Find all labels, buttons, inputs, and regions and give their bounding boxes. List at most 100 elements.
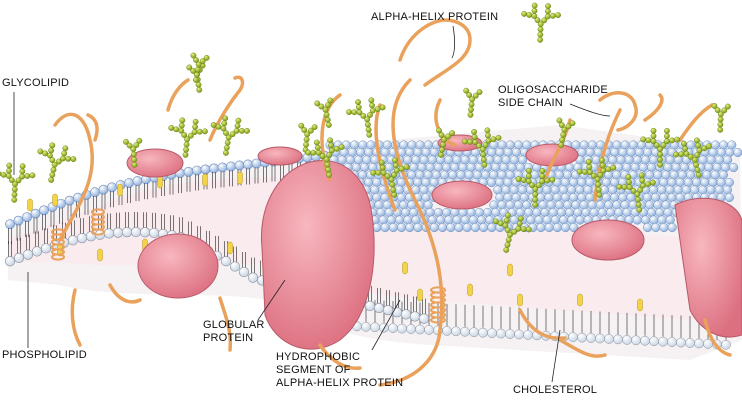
sugar-unit: [394, 168, 399, 173]
sugar-unit: [657, 162, 662, 167]
sugar-unit: [527, 12, 532, 17]
outer-lipid-head: [451, 208, 460, 217]
sugar-unit: [526, 173, 531, 178]
outer-lipid-head: [430, 223, 439, 232]
sugar-unit: [236, 118, 241, 123]
outer-lipid-head: [426, 163, 435, 172]
sugar-unit: [540, 168, 545, 173]
sugar-unit: [617, 184, 622, 189]
outer-lipid-head: [379, 216, 388, 225]
sugar-unit: [355, 99, 360, 104]
outer-lipid-head: [124, 178, 133, 187]
outer-lipid-head: [56, 199, 65, 208]
inner-lipid-head: [487, 329, 496, 338]
outer-lipid-head: [383, 201, 392, 210]
sugar-unit: [390, 182, 395, 187]
label-hydrophobic-segment: HYDROPHOBIC SEGMENT OF ALPHA-HELIX PROTE…: [276, 351, 403, 390]
inner-lipid-head: [113, 228, 123, 238]
sugar-unit: [366, 127, 371, 132]
sugar-unit: [223, 150, 228, 155]
outer-lipid-head: [629, 141, 638, 150]
inner-lipid-head: [622, 335, 631, 344]
outer-lipid-head: [680, 163, 689, 172]
sugar-unit: [376, 170, 381, 175]
outer-lipid-head: [133, 176, 142, 185]
sugar-unit: [19, 174, 24, 179]
outer-lipid-head: [664, 208, 673, 217]
sugar-unit: [526, 168, 531, 173]
inner-lipid-head: [77, 233, 87, 243]
outer-lipid-head: [350, 141, 359, 150]
outer-lipid-head: [404, 216, 413, 225]
inner-lipid-head: [604, 334, 613, 343]
outer-lipid-head: [424, 171, 433, 180]
outer-lipid-head: [416, 171, 425, 180]
outer-lipid-head: [518, 156, 527, 165]
outer-lipid-head: [547, 201, 556, 210]
sugar-unit: [369, 98, 374, 103]
sugar-unit: [558, 142, 563, 147]
outer-lipid-head: [656, 208, 665, 217]
outer-lipid-head: [371, 186, 380, 195]
outer-lipid-head: [498, 171, 507, 180]
outer-lipid-head: [705, 163, 714, 172]
outer-lipid-head: [578, 178, 587, 187]
outer-lipid-head: [711, 171, 720, 180]
outer-lipid-head: [467, 208, 476, 217]
outer-lipid-head: [477, 216, 486, 225]
outer-lipid-head: [721, 163, 730, 172]
sugar-unit: [381, 170, 386, 175]
outer-lipid-head: [90, 188, 99, 197]
sugar-unit: [312, 124, 317, 129]
outer-lipid-head: [625, 156, 634, 165]
cholesterol-molecule: [98, 249, 103, 261]
sugar-unit: [496, 135, 501, 140]
cholesterol-molecule: [53, 194, 58, 206]
sugar-unit: [196, 82, 201, 87]
outer-lipid-head: [510, 186, 519, 195]
outer-lipid-head: [664, 163, 673, 172]
sugar-unit: [63, 146, 68, 151]
sugar-unit: [223, 116, 228, 121]
inner-lipid-head: [685, 338, 694, 347]
outer-lipid-head: [590, 208, 599, 217]
outer-lipid-head: [490, 201, 499, 210]
outer-lipid-head: [686, 171, 695, 180]
outer-lipid-head: [352, 163, 361, 172]
outer-lipid-head: [572, 201, 581, 210]
label-globular-protein: GLOBULAR PROTEIN: [203, 319, 265, 345]
outer-lipid-head: [539, 201, 548, 210]
inner-lipid-head: [149, 228, 159, 238]
inner-lipid-head: [649, 337, 658, 346]
outer-lipid-head: [524, 208, 533, 217]
outer-lipid-head: [192, 166, 201, 175]
sugar-unit: [30, 173, 35, 178]
sugar-unit: [545, 9, 550, 14]
sugar-unit: [473, 139, 478, 144]
outer-lipid-head: [654, 171, 663, 180]
inner-lipid-head: [86, 231, 96, 241]
label-cholesterol: CHOLESTEROL: [513, 384, 597, 397]
outer-lipid-head: [617, 156, 626, 165]
outer-lipid-head: [504, 178, 513, 187]
sugar-unit: [696, 172, 701, 177]
outer-lipid-head: [555, 201, 564, 210]
sugar-unit: [311, 150, 316, 155]
sugar-unit: [25, 173, 30, 178]
sugar-unit: [533, 192, 538, 197]
outer-lipid-head: [428, 216, 437, 225]
outer-lipid-head: [512, 193, 521, 202]
sugar-unit: [66, 156, 71, 161]
outer-lipid-head: [647, 208, 656, 217]
sugar-unit: [718, 127, 723, 132]
outer-lipid-head: [543, 186, 552, 195]
sugar-unit: [380, 165, 385, 170]
sugar-unit: [365, 122, 370, 127]
sugar-unit: [12, 192, 17, 197]
outer-lipid-head: [397, 223, 406, 232]
sugar-unit: [42, 151, 47, 156]
sugar-unit: [193, 119, 198, 124]
sugar-unit: [306, 150, 311, 155]
sugar-unit: [664, 139, 669, 144]
outer-lipid-head: [586, 148, 595, 157]
